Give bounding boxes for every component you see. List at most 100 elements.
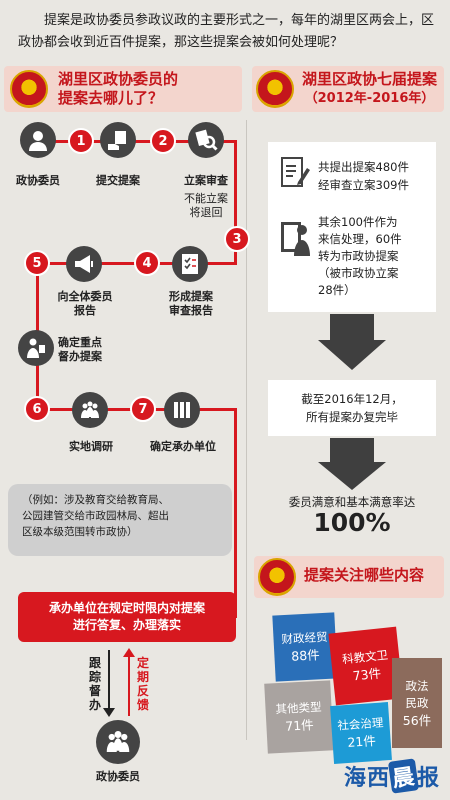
note-line1: （例如：涉及教育交给教育局、 bbox=[22, 494, 169, 506]
intro-text: 提案是政协委员参政议政的主要形式之一，每年的湖里区两会上，区政协都会收到近百件提… bbox=[18, 13, 435, 50]
person-icon bbox=[29, 131, 47, 151]
unit-circle bbox=[164, 392, 200, 428]
report-label-line1: 向全体委员 bbox=[57, 290, 113, 303]
example-note: （例如：涉及教育交给教育局、 公园建管交给市政园林局、超出 区级本级范围转市政协… bbox=[8, 484, 232, 556]
bottom-member-label: 政协委员 bbox=[96, 770, 140, 783]
review-note-line1: 不能立案 bbox=[184, 192, 228, 205]
stats-other-line1: 其余100件作为 bbox=[318, 215, 398, 229]
group-icon bbox=[106, 731, 130, 752]
banner-line1: 承办单位在规定时限内对提案 bbox=[48, 601, 205, 615]
stats-line2: 经审查立案309件 bbox=[318, 178, 409, 192]
note-line3: 区级本级范围转市政协） bbox=[22, 526, 138, 538]
key-proposal-circle bbox=[18, 330, 54, 366]
cppcc-emblem-icon-topics bbox=[258, 558, 296, 596]
review-note: 不能立案 将退回 bbox=[170, 192, 242, 220]
checklist-icon bbox=[182, 254, 198, 274]
arrow-stem bbox=[330, 314, 374, 342]
topic-social-name: 社会治理 bbox=[336, 715, 384, 733]
topic-social-count: 21件 bbox=[346, 733, 377, 750]
arrow-down-icon bbox=[103, 708, 115, 717]
right-header-line2: （2012年-2016年） bbox=[304, 91, 435, 106]
step-number-4: 4 bbox=[134, 250, 160, 276]
left-header-line1: 湖里区政协委员的 bbox=[58, 70, 179, 88]
step-label-report: 向全体委员 报告 bbox=[52, 290, 118, 318]
checklist-circle bbox=[172, 246, 208, 282]
step-label-survey: 实地调研 bbox=[69, 440, 113, 453]
arrow-down-big-icon bbox=[318, 462, 386, 490]
stats-other-line3: 转为市政协提案 bbox=[318, 249, 399, 263]
book-reader-icon bbox=[280, 218, 310, 262]
step-label-unit: 确定承办单位 bbox=[150, 440, 216, 453]
arrow-stem bbox=[330, 438, 374, 464]
topic-law-name1: 政法 bbox=[405, 678, 429, 693]
form-label-line1: 形成提案 bbox=[169, 290, 213, 303]
form-label-line2: 审查报告 bbox=[169, 304, 213, 317]
follow-up-text: 跟踪督办 bbox=[88, 656, 101, 712]
implementation-banner: 承办单位在规定时限内对提案 进行答复、办理落实 bbox=[18, 592, 236, 642]
deadline-box: 截至2016年12月， 所有提案办复完毕 bbox=[268, 380, 436, 436]
left-header-title: 湖里区政协委员的 提案去哪儿了？ bbox=[58, 70, 178, 108]
report-circle bbox=[66, 246, 102, 282]
logo-part2: 晨 bbox=[387, 758, 420, 794]
stats-other-line5: 28件） bbox=[318, 283, 356, 297]
step-label-member: 政协委员 bbox=[16, 174, 60, 187]
stats-other-line4: （被市政协立案 bbox=[318, 266, 399, 280]
logo-part1: 海西 bbox=[343, 766, 390, 791]
haixi-morning-news-logo: 海西晨报 bbox=[343, 758, 440, 794]
column-divider bbox=[246, 120, 247, 740]
group-icon bbox=[81, 401, 99, 418]
right-header-line1: 湖里区政协七届提案 bbox=[302, 70, 438, 88]
topic-social: 社会治理 21件 bbox=[330, 702, 392, 764]
step-number-1: 1 bbox=[68, 128, 94, 154]
step-number-6: 6 bbox=[24, 396, 50, 422]
speaker-icon bbox=[27, 338, 45, 358]
topic-law: 政法 民政 56件 bbox=[392, 658, 442, 748]
step-number-2: 2 bbox=[150, 128, 176, 154]
topic-law-name2: 民政 bbox=[405, 695, 429, 710]
topic-education-count: 73件 bbox=[351, 665, 382, 684]
key-label-line1: 确定重点 bbox=[58, 336, 102, 349]
arrow-down-big-icon bbox=[318, 340, 386, 370]
left-header-line2: 提案去哪儿了？ bbox=[58, 89, 164, 107]
magnifier-icon bbox=[195, 129, 218, 151]
banner-line2: 进行答复、办理落实 bbox=[72, 618, 181, 632]
survey-circle bbox=[72, 392, 108, 428]
submit-circle bbox=[100, 122, 136, 158]
flow-line bbox=[40, 140, 236, 143]
step-number-7: 7 bbox=[130, 396, 156, 422]
arrow-up-line bbox=[128, 656, 130, 716]
flow-line bbox=[234, 140, 237, 238]
key-label-line2: 督办提案 bbox=[58, 350, 102, 363]
logo-part3: 报 bbox=[416, 766, 440, 791]
step-label-submit: 提交提案 bbox=[96, 174, 140, 187]
feedback-text: 定期反馈 bbox=[136, 656, 149, 712]
step-label-review: 立案审查 bbox=[184, 174, 228, 187]
stats-other-line2: 来信处理，60件 bbox=[318, 232, 402, 246]
flow-line bbox=[234, 408, 237, 618]
review-note-line2: 将退回 bbox=[189, 206, 223, 219]
topic-finance: 财政经贸 88件 bbox=[272, 612, 338, 682]
deadline-line1: 截至2016年12月， bbox=[301, 392, 403, 406]
report-label-line2: 报告 bbox=[74, 304, 96, 317]
stats-box: 共提出提案480件 经审查立案309件 其余100件作为 来信处理，60件 转为… bbox=[268, 142, 436, 312]
step-number-5: 5 bbox=[24, 250, 50, 276]
note-line2: 公园建管交给市政园林局、超出 bbox=[22, 510, 169, 522]
topic-finance-name: 财政经贸 bbox=[281, 629, 328, 647]
stats-line1: 共提出提案480件 bbox=[318, 160, 409, 174]
stats-total: 共提出提案480件 经审查立案309件 bbox=[318, 158, 409, 194]
members-circle bbox=[96, 720, 140, 764]
hand-document-icon bbox=[108, 131, 126, 150]
topic-law-count: 56件 bbox=[402, 712, 432, 728]
step-label-report-form: 形成提案 审查报告 bbox=[158, 290, 224, 318]
topic-other-count: 71件 bbox=[284, 717, 315, 734]
topic-finance-count: 88件 bbox=[290, 647, 321, 664]
arrow-up-icon bbox=[123, 648, 135, 657]
pen-document-icon bbox=[280, 156, 310, 194]
megaphone-icon bbox=[75, 255, 93, 273]
topic-other: 其他类型 71件 bbox=[264, 680, 334, 754]
satisfaction-label: 委员满意和基本满意率达 bbox=[288, 495, 416, 509]
stats-other: 其余100件作为 来信处理，60件 转为市政协提案 （被市政协立案 28件） bbox=[318, 214, 402, 299]
arrow-down-line bbox=[108, 650, 110, 712]
member-circle bbox=[20, 122, 56, 158]
deadline-line2: 所有提案办复完毕 bbox=[306, 410, 398, 424]
